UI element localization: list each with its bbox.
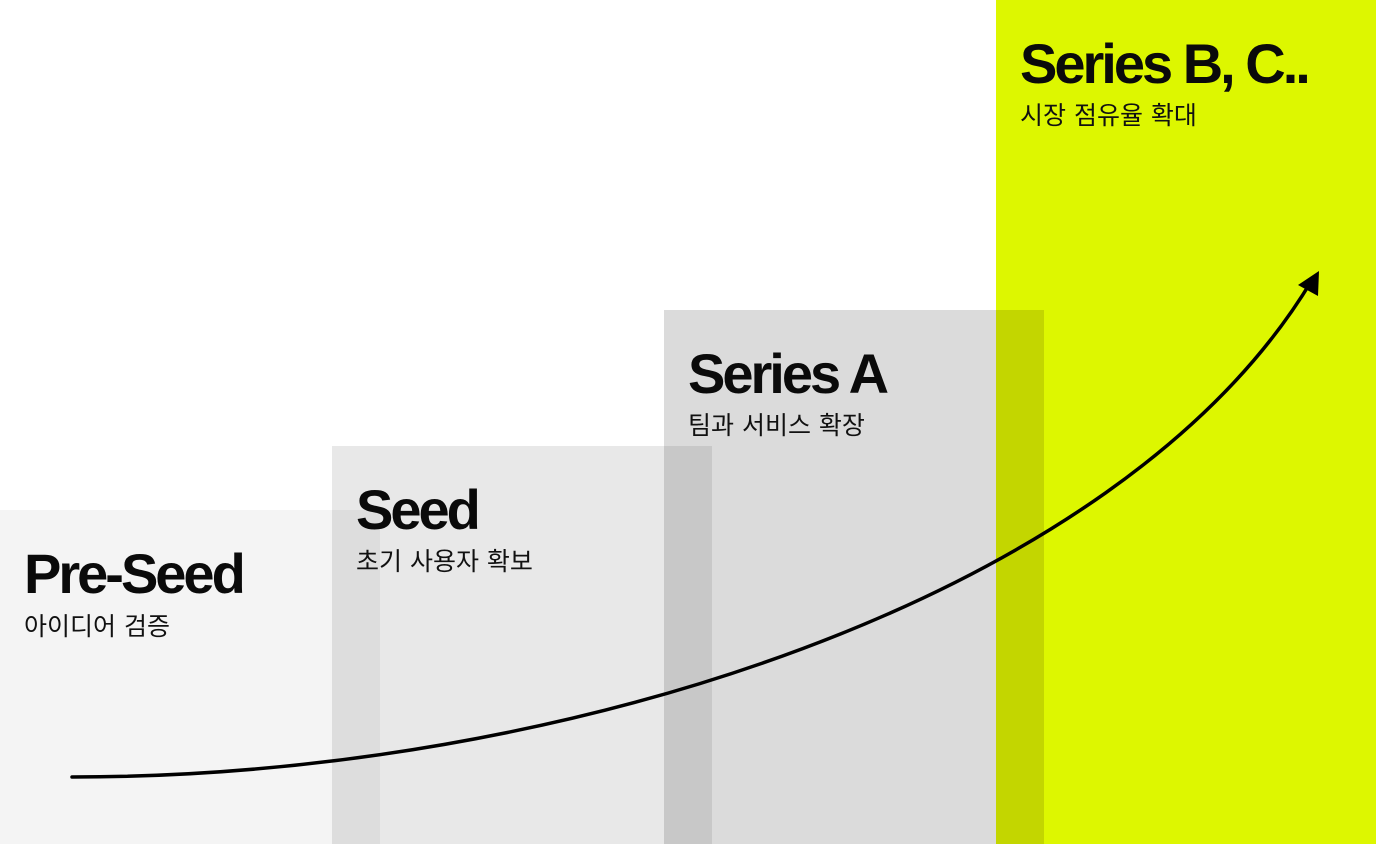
stage-overlap-series-a-series-bc	[996, 310, 1044, 844]
stage-seed-subtitle: 초기 사용자 확보	[356, 547, 533, 576]
stage-pre-seed-subtitle: 아이디어 검증	[24, 612, 170, 641]
stage-seed-title: Seed	[356, 478, 481, 541]
stage-series-bc-title: Series B, C..	[1020, 32, 1311, 95]
stage-pre-seed-title: Pre-Seed	[24, 542, 246, 605]
stage-series-bc-subtitle: 시장 점유율 확대	[1020, 101, 1197, 130]
stage-overlap-seed-series-a	[664, 446, 712, 844]
stage-series-a-subtitle: 팀과 서비스 확장	[688, 411, 865, 440]
stage-series-a-title: Series A	[688, 342, 889, 405]
